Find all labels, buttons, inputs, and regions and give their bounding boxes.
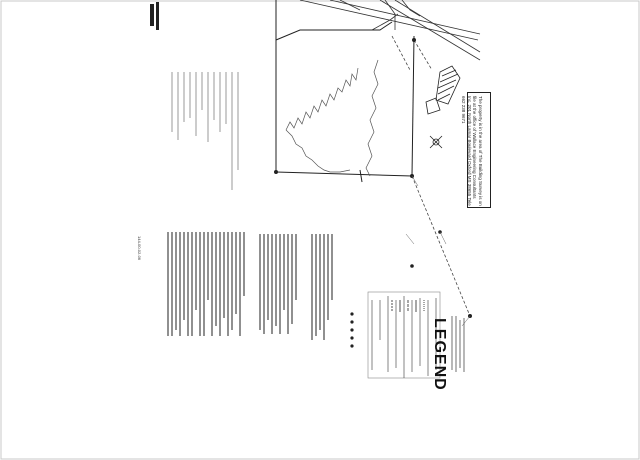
corner-markers bbox=[273, 38, 472, 318]
road-right-of-way bbox=[299, 0, 481, 61]
legend-swatches bbox=[350, 300, 425, 348]
page-number: 144-00-02-06 bbox=[137, 236, 142, 261]
legend-title: LEGEND bbox=[431, 318, 448, 391]
label-leaders bbox=[405, 175, 471, 327]
curve-table-left bbox=[171, 72, 239, 190]
lot-boundary bbox=[275, 0, 415, 183]
certificate-block bbox=[451, 316, 465, 372]
survey-note-box bbox=[467, 92, 491, 208]
survey-note: The property is in the area of The Build… bbox=[461, 96, 484, 206]
easement-line bbox=[391, 35, 471, 317]
legal-description-column-2 bbox=[259, 234, 297, 334]
tree-line bbox=[285, 59, 379, 177]
heading-marks bbox=[150, 2, 159, 30]
structure-hatch bbox=[425, 65, 461, 149]
legal-description-column-3 bbox=[311, 234, 333, 340]
legal-description-column-1 bbox=[167, 232, 245, 336]
legend-table bbox=[367, 291, 441, 379]
